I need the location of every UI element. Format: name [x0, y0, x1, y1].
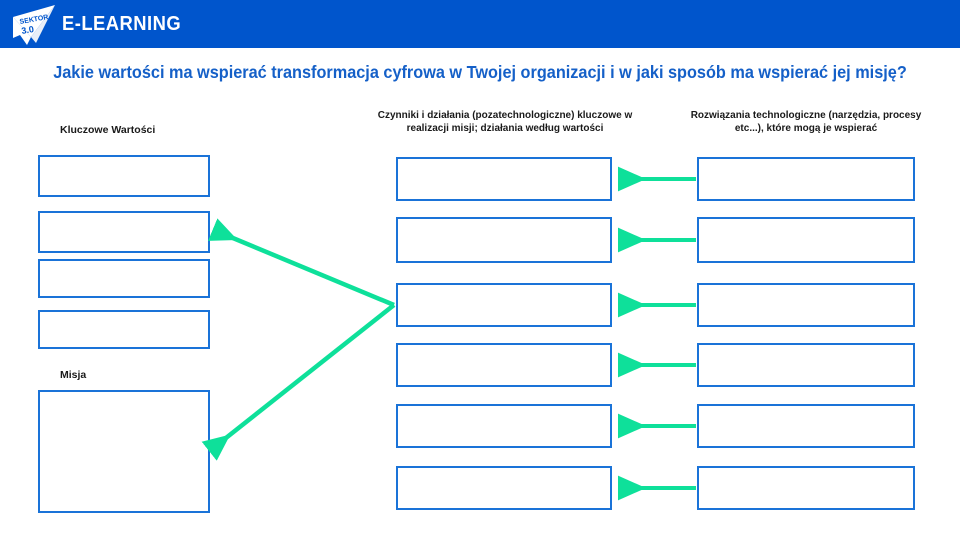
- svg-text:3.0: 3.0: [21, 24, 35, 36]
- mission-box[interactable]: [38, 390, 210, 513]
- svg-text:SEKTOR: SEKTOR: [19, 14, 49, 26]
- factor-box-3[interactable]: [396, 283, 612, 327]
- brand-title: E-LEARNING: [62, 13, 182, 35]
- factor-box-1[interactable]: [396, 157, 612, 201]
- factor-box-5[interactable]: [396, 404, 612, 448]
- sektor-3-0-paper-plane-logo-icon: SEKTOR 3.0: [10, 4, 58, 46]
- tech-box-3[interactable]: [697, 283, 915, 327]
- tech-box-1[interactable]: [697, 157, 915, 201]
- factor-box-4[interactable]: [396, 343, 612, 387]
- column-heading-rozwiazania-technologiczne: Rozwiązania technologiczne (narzędzia, p…: [690, 110, 922, 134]
- value-box-2[interactable]: [38, 211, 210, 253]
- page-title: Jakie wartości ma wspierać transformacja…: [53, 62, 907, 82]
- value-box-4[interactable]: [38, 310, 210, 349]
- factor-box-2[interactable]: [396, 217, 612, 263]
- factor-box-6[interactable]: [396, 466, 612, 510]
- tech-box-5[interactable]: [697, 404, 915, 448]
- column-heading-kluczowe-wartosci: Kluczowe Wartości: [60, 124, 156, 136]
- column-heading-misja: Misja: [60, 369, 87, 381]
- tech-box-6[interactable]: [697, 466, 915, 510]
- app-header-bar: SEKTOR 3.0 E-LEARNING: [0, 0, 960, 48]
- column-heading-czynniki-i-dzialania: Czynniki i działania (pozatechnologiczne…: [377, 110, 633, 134]
- value-box-1[interactable]: [38, 155, 210, 197]
- value-box-3[interactable]: [38, 259, 210, 298]
- tech-box-4[interactable]: [697, 343, 915, 387]
- arrow-factor-to-value: [208, 218, 395, 308]
- tech-box-2[interactable]: [697, 217, 915, 263]
